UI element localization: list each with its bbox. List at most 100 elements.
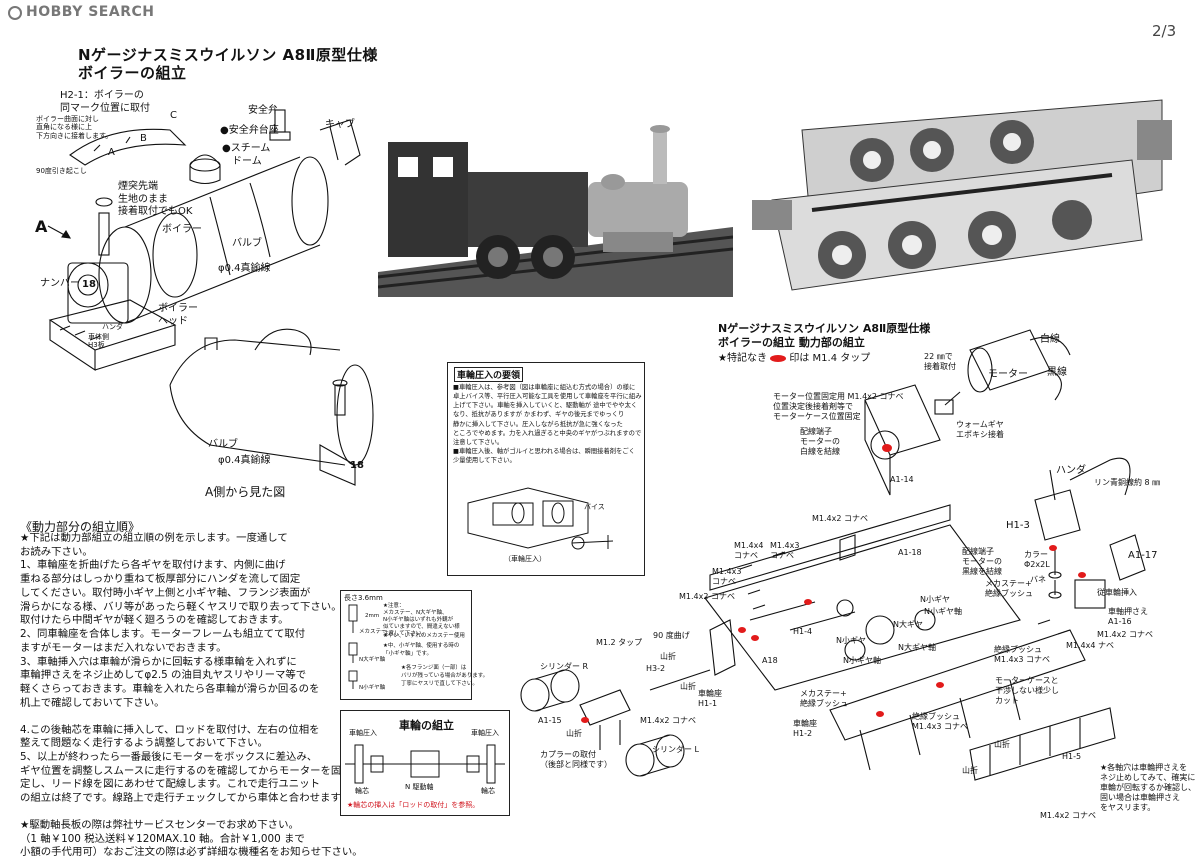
watermark-brand: HOBBY SEARCH bbox=[26, 4, 155, 20]
gear-len-label: 長さ3.6mm bbox=[344, 594, 383, 602]
insul-bush2-label: 絶縁ブッシュ M1.4x3 コナベ bbox=[912, 712, 968, 731]
a18-drive-label: A18 bbox=[762, 656, 778, 665]
worm-gear-label: ウォームギヤ エポキシ接着 bbox=[956, 420, 1004, 439]
safety-valve-base-label: ●安全弁台座 bbox=[220, 125, 279, 136]
wiring-black-label: 配線端子 モーターの 黒線を結線 bbox=[962, 547, 1002, 576]
follower-label: 従車輪挿入 bbox=[1097, 588, 1137, 597]
phosphor-label: リン青銅線約 8 ㎜ bbox=[1094, 478, 1161, 487]
number-plate2: 18 bbox=[350, 460, 364, 471]
a115-label: A1-15 bbox=[538, 716, 562, 725]
m14x2-e-label: M1.4x2 コナベ bbox=[1040, 811, 1096, 820]
wheel-press-caption: （車輪圧入） bbox=[504, 555, 546, 563]
cab-label: キャブ bbox=[325, 119, 355, 130]
procedure-line: 小額の手代用可）なおご注文の際は必ず詳細な機種名をお知らせ下さい。 bbox=[20, 846, 363, 859]
locomotive-photo-illustration bbox=[378, 97, 733, 297]
mecha-bush2-label: メカステー+ 絶縁ブッシュ bbox=[800, 689, 848, 708]
h15-label: H1-5 bbox=[1062, 752, 1082, 761]
valve-label: バルブ bbox=[232, 238, 262, 249]
handrail2-label: φ0.4真鍮線 bbox=[218, 455, 271, 466]
number-label: ナンバー bbox=[40, 278, 80, 289]
n-large-axle-label: N大ギヤ軸 bbox=[898, 643, 936, 652]
procedure-line: ギヤ位置を調整しスムースに走行するのを確認してからモーターを固 bbox=[20, 764, 342, 777]
procedure-line: 取付けたら中間ギヤが軽く廻ろうのを確認しておきます。 bbox=[20, 614, 289, 627]
label-b: B bbox=[140, 133, 147, 144]
solder-drive-label: ハンダ bbox=[1056, 465, 1086, 476]
safety-valve-label: 安全弁 bbox=[248, 105, 278, 116]
wheel-assembly-box: 車輪の組立 車軸圧入 車軸圧入 N 駆動軸 輪芯 輪芯 ★輪芯の挿入は「ロッドの… bbox=[340, 710, 510, 816]
m14x3-b-label: M1.4x3 コナベ bbox=[712, 567, 742, 586]
procedure-line: （1 軸￥100 税込送料￥120MAX.10 軸。合計￥1,000 まで bbox=[20, 832, 305, 845]
white-wire-label: 白線 bbox=[1040, 334, 1060, 345]
yamaori4-label: 山折 bbox=[994, 740, 1010, 749]
drive-unit-drawing bbox=[520, 329, 1146, 781]
motor-screw-label: モーター位置固定用 M1.4x2 コナベ 位置決定後接着剤等で モーターケース位… bbox=[773, 392, 904, 421]
solder-label: ハンダ bbox=[102, 323, 123, 331]
gear-dims: 2mm bbox=[365, 613, 380, 619]
wheel-retainer-label: 車軸押さえ A1-16 bbox=[1108, 607, 1148, 626]
wheel-seat1-label: 車輪座 H1-1 bbox=[698, 689, 722, 708]
m14x3-label: M1.4x3 コナベ bbox=[770, 541, 800, 560]
view-a-caption: A側から見た図 bbox=[205, 485, 286, 499]
page-number: 2/3 bbox=[1152, 22, 1177, 40]
gear-parts-box: 長さ3.6mm ★注意： メカステー、N大ギヤ軸、 N小ギヤ軸はいずれも外観が … bbox=[340, 590, 488, 700]
big-a-label: A bbox=[35, 217, 48, 236]
procedure-line: 1、車輪座を折曲げたら各ギヤを取付けます、内側に曲げ bbox=[20, 559, 286, 572]
gear-parts-drawing bbox=[348, 604, 358, 689]
gear-mecha-label: メカステー bbox=[359, 629, 387, 635]
spring-label: バネ bbox=[1030, 575, 1046, 584]
boiler-title-line1: Nゲージナスミスウイルソン A8Ⅱ原型仕様 bbox=[78, 46, 378, 64]
procedure-line: 軽くさらっておきます。車輪を入れたら各車輪が滑らか回るのを bbox=[20, 683, 320, 696]
n-small-gear2-label: N小ギヤ bbox=[836, 636, 866, 645]
yamaori3-label: 山折 bbox=[566, 729, 582, 738]
vise-drawing bbox=[467, 487, 614, 550]
h32-label: H3-2 bbox=[646, 664, 666, 673]
procedure-line: 重ねる部分はしっかり重ねて板厚部分にハンダを流して固定 bbox=[20, 573, 301, 586]
black-wire-label: 黒線 bbox=[1047, 367, 1067, 378]
m14x2-a-label: M1.4x2 コナベ bbox=[812, 514, 868, 523]
note-angle: ボイラー曲面に対し 直角になる様に上 下方向きに接着します。 bbox=[36, 115, 113, 140]
steam-dome-label: ●スチーム ドーム bbox=[222, 143, 271, 167]
m14x4-b-label: M1.4x4 ナベ bbox=[1066, 641, 1114, 650]
procedure-line: してください。取付時小ギヤ上側と小ギヤ軸、フランジ表面が bbox=[20, 586, 311, 599]
label-a: A bbox=[108, 147, 115, 158]
press-left-label: 車軸圧入 bbox=[349, 729, 377, 737]
yamaori1-label: 山折 bbox=[660, 652, 676, 661]
procedure-line: 定し、リード線を図にあわせて配線します。これで走行ユニット bbox=[20, 778, 320, 791]
axle-label: N 駆動軸 bbox=[405, 783, 434, 791]
hobby-search-logo-icon bbox=[8, 6, 22, 20]
h14-label: H1-4 bbox=[793, 627, 813, 636]
deg90-label: 90 度曲げ bbox=[653, 631, 690, 640]
wheel-assembly-drawing bbox=[345, 744, 505, 784]
a117-label: A1-17 bbox=[1128, 550, 1158, 561]
yamaori5-label: 山折 bbox=[962, 766, 978, 775]
note-prefix: ★特記なき bbox=[718, 353, 767, 364]
drive-unit-diagram bbox=[510, 329, 1200, 829]
press-right-label: 車軸圧入 bbox=[471, 729, 499, 737]
insul-bush-label: 絶縁ブッシュ M1.4x3 コナベ bbox=[994, 645, 1050, 664]
cyl-r-label: シリンダー R bbox=[540, 662, 589, 671]
drive-title-line2: ボイラーの組立 動力部の組立 bbox=[718, 336, 865, 349]
boiler-drawing bbox=[47, 109, 374, 486]
mecha-bush-label: メカステー+ 絶縁ブッシュ bbox=[985, 579, 1033, 598]
m14x2-c-label: M1.4x2 コナベ bbox=[679, 592, 735, 601]
core-left-label: 輪芯 bbox=[355, 787, 369, 795]
boiler-title-line2: ボイラーの組立 bbox=[78, 64, 187, 82]
n-small-gear-label: N小ギヤ bbox=[920, 595, 950, 604]
label-c: C bbox=[170, 110, 177, 121]
procedure-line: ますがモーターはまだ入れないでおきます。 bbox=[20, 641, 227, 654]
procedure-line: ★下記は動力部組立の組立順の例を示します。一度通して bbox=[20, 532, 288, 544]
procedure-line bbox=[20, 711, 363, 724]
wheel-press-box: 車輪圧入の要領 ■車輪圧入は、参考図（図は車輪座に組込む方式の場合）の様に 卓上… bbox=[447, 362, 645, 576]
locomotive-photo bbox=[378, 97, 733, 297]
core-right-label: 輪芯 bbox=[481, 787, 495, 795]
procedure-line: 5、以上が終わったら一番最後にモーターをボックスに差込み、 bbox=[20, 751, 318, 764]
procedure-line: 整えて問題なく走行するよう調整しておいて下さい。 bbox=[20, 737, 268, 750]
procedure-body: ★下記は動力部組立の組立順の例を示します。一度通して お読み下さい。 1、車輪座… bbox=[20, 532, 363, 860]
note-suffix: 印は M1.4 タップ bbox=[789, 353, 871, 364]
valve2-label: バルブ bbox=[208, 439, 238, 450]
body-h3-label: 車体側 H3板 bbox=[88, 333, 109, 350]
procedure-line: 机上で確認しておいて下さい。 bbox=[20, 696, 165, 709]
red-dot-icon bbox=[770, 354, 787, 362]
coupler-label: カプラーの取付 （後部と同様です） bbox=[540, 750, 612, 769]
handrail-label: φ0.4真鍮線 bbox=[218, 263, 271, 274]
